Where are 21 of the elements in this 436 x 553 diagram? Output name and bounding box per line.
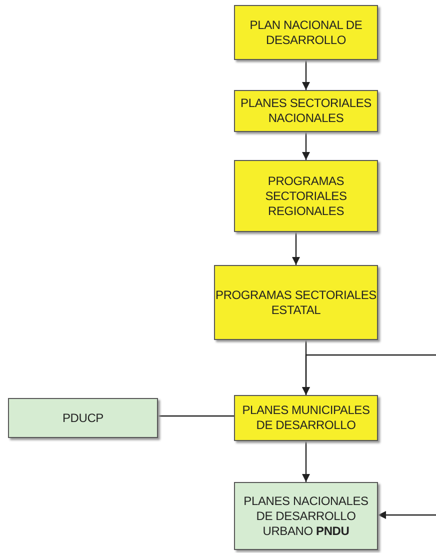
arrow — [378, 511, 436, 519]
arrow — [302, 132, 310, 160]
arrow — [302, 441, 310, 482]
urban-plan-box — [234, 482, 378, 550]
arrow — [302, 354, 436, 395]
arrow — [302, 60, 310, 90]
box-label: PLANES SECTORIALES NACIONALES — [240, 96, 372, 126]
urban-plan-box — [8, 398, 158, 438]
arrow — [292, 232, 300, 265]
plan-box — [214, 265, 378, 340]
plan-box — [234, 90, 378, 132]
connector-line — [158, 415, 234, 417]
box-label: PLAN NACIONAL DE DESARROLLO — [248, 18, 364, 48]
box-label: PDUCP — [62, 410, 104, 426]
plan-box — [234, 395, 378, 441]
box-label: PLANES NACIONALES DE DESARROLLO URBANO PNDU — [242, 494, 370, 538]
box-label: PROGRAMAS SECTORIALES REGIONALES — [264, 174, 348, 218]
box-label: PLANES MUNICIPALES DE DESARROLLO — [241, 403, 371, 433]
plan-box — [234, 160, 378, 232]
box-label: PROGRAMAS SECTORIALES ESTATAL — [215, 288, 377, 318]
plan-box — [234, 5, 378, 60]
